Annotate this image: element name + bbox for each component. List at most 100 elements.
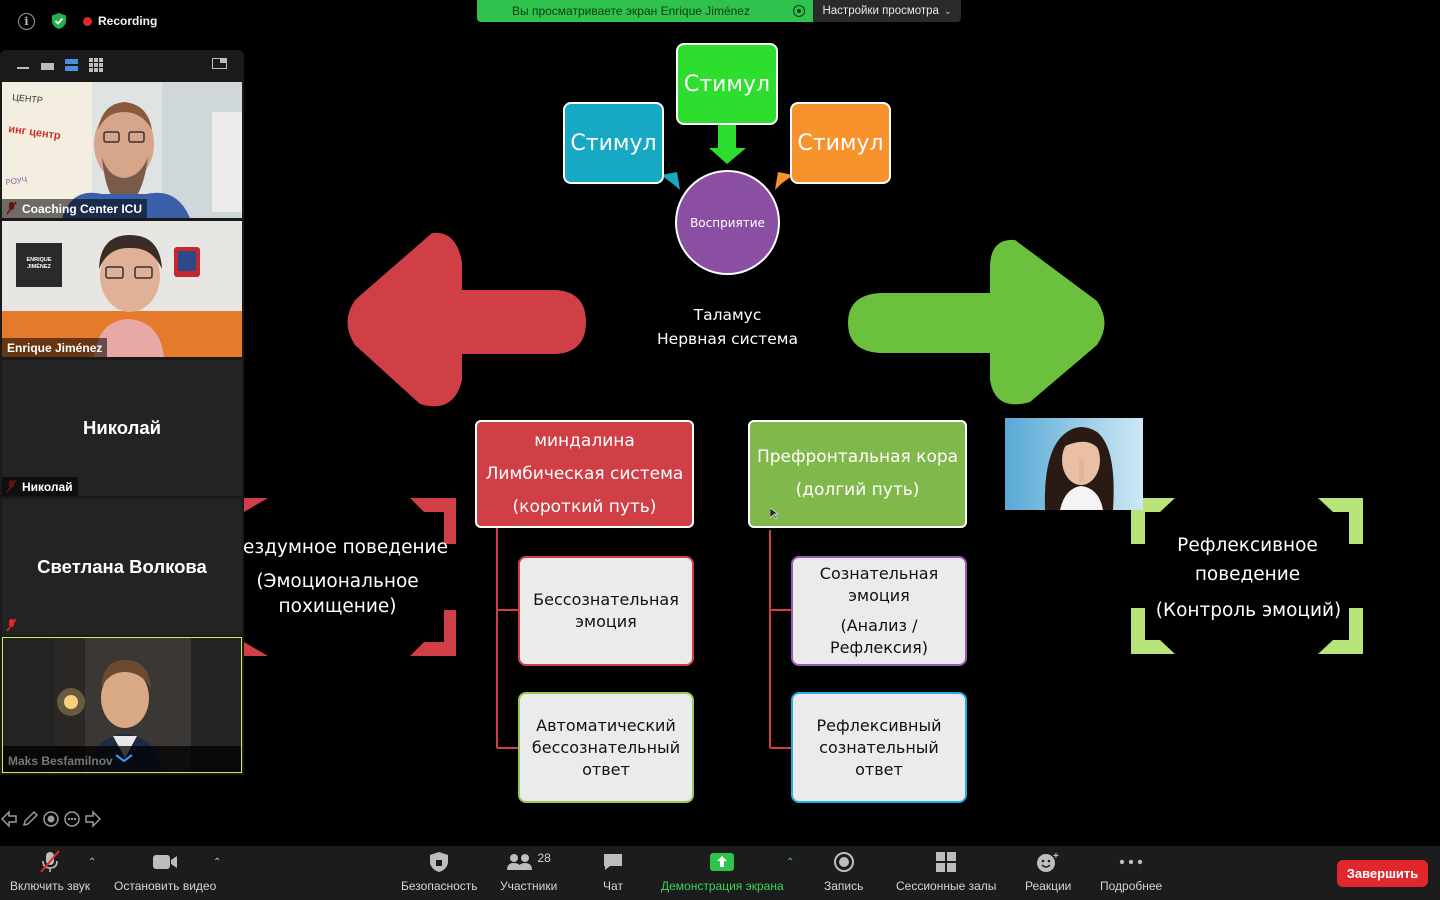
svg-text:РОУЧ: РОУЧ	[5, 175, 28, 187]
limbic-line: Лимбическая система	[485, 463, 684, 484]
thalamus-label: Таламус Нервная система	[620, 303, 835, 351]
participant-display-name: Николай	[82, 417, 161, 438]
emoji-plus-icon: +	[1036, 850, 1060, 874]
speaker-strip-icon[interactable]	[41, 63, 54, 70]
participant-video: ENRIQUE JIMÉNEZ	[2, 221, 242, 357]
recording-indicator[interactable]: Recording	[83, 14, 157, 28]
view-options-label: Настройки просмотра	[822, 5, 939, 17]
unconscious-emotion-box: Бессознательная эмоция	[518, 556, 694, 666]
share-screen-button[interactable]: Демонстрация экрана	[661, 850, 784, 893]
analysis-reflection-text: (Анализ / Рефлексия)	[830, 616, 928, 657]
participants-count: 28	[537, 851, 551, 865]
mouse-cursor-icon	[770, 508, 778, 520]
unmute-label: Включить звук	[10, 879, 91, 893]
breakout-rooms-label: Сессионные залы	[896, 879, 997, 893]
chevron-down-icon[interactable]	[115, 754, 133, 763]
viewing-share-text: Вы просматриваете экран Enrique Jiménez	[512, 4, 750, 18]
teal-arrow-icon	[661, 172, 680, 190]
security-label: Безопасность	[401, 879, 478, 893]
record-button[interactable]: Запись	[824, 850, 863, 893]
chat-bubble-icon	[602, 850, 624, 874]
participant-display-name: Светлана Волкова	[37, 556, 207, 577]
thalamus-line: Таламус	[693, 306, 762, 324]
participant-name: Coaching Center ICU	[2, 199, 148, 218]
big-green-arrow-right	[848, 239, 1105, 405]
hide-panel-icon[interactable]	[212, 58, 227, 69]
security-button[interactable]: Безопасность	[401, 850, 478, 893]
participants-label: Участники	[500, 879, 558, 893]
svg-text:+: +	[1053, 851, 1059, 862]
stimulus-box-left: Стимул	[563, 102, 664, 184]
prefrontal-line: Префронтальная кора	[756, 447, 959, 467]
shield-icon	[429, 850, 449, 874]
reactions-button[interactable]: + Реакции	[1025, 850, 1071, 893]
side-by-side-icon[interactable]	[65, 59, 78, 71]
muted-mic-icon	[37, 850, 63, 874]
status-area: i Recording	[18, 11, 157, 31]
share-options-caret[interactable]: ⌃	[786, 857, 795, 868]
perception-circle: Восприятие	[675, 170, 780, 275]
record-label: Запись	[824, 879, 864, 893]
audio-options-caret[interactable]: ⌃	[88, 857, 97, 868]
participants-button[interactable]: 28 Участники	[500, 850, 557, 893]
svg-text:ЦЕНТР: ЦЕНТР	[12, 92, 44, 105]
viewing-share-indicator: Вы просматриваете экран Enrique Jiménez	[477, 0, 813, 22]
minimize-panel-icon[interactable]	[17, 67, 29, 69]
muted-mic-icon	[6, 618, 17, 632]
view-options-button[interactable]: Настройки просмотра ⌄	[813, 0, 961, 22]
svg-text:JIMÉNEZ: JIMÉNEZ	[27, 262, 51, 270]
encryption-shield-icon[interactable]	[51, 12, 67, 30]
nervous-system-line: Нервная система	[657, 330, 798, 348]
recording-label: Recording	[98, 14, 158, 28]
red-brackets	[244, 498, 456, 656]
emotional-hijack-text: (Эмоциональное похищение)	[256, 571, 419, 617]
green-tree-lines	[769, 530, 792, 749]
stimulus-box-top: Стимул	[676, 43, 778, 125]
video-tile-svetlana[interactable]: Светлана Волкова	[2, 499, 242, 635]
participant-name: Николай	[2, 477, 78, 496]
video-options-caret[interactable]: ⌃	[213, 857, 222, 868]
conscious-emotion-box: Сознательная эмоция (Анализ / Рефлексия)	[791, 556, 967, 666]
slide-canvas	[244, 125, 1363, 749]
video-tile-coaching-center[interactable]: инг центр ЦЕНТР РОУЧ Coaching Center ICU	[2, 82, 242, 218]
emotion-control-text: (Контроль эмоций)	[1155, 600, 1342, 621]
thoughtless-behavior-line: ездумное поведение	[243, 537, 448, 558]
arrow-left-icon[interactable]	[0, 810, 18, 828]
short-path-line: (короткий путь)	[512, 496, 657, 517]
pencil-icon[interactable]	[21, 810, 39, 828]
video-tile-enrique[interactable]: ENRIQUE JIMÉNEZ Enrique Jiménez	[2, 221, 242, 357]
end-meeting-button[interactable]: Завершить	[1337, 860, 1428, 887]
breakout-rooms-icon	[935, 850, 957, 874]
video-camera-icon	[152, 850, 178, 874]
participant-video: инг центр ЦЕНТР РОУЧ	[2, 82, 242, 218]
record-icon	[833, 850, 855, 874]
reflexive-response-box: Рефлексивный сознательный ответ	[791, 692, 967, 803]
stamp-icon[interactable]	[42, 810, 60, 828]
reactions-label: Реакции	[1025, 879, 1072, 893]
more-label: Подробнее	[1100, 879, 1163, 893]
chat-button[interactable]: Чат	[602, 850, 624, 893]
more-button[interactable]: Подробнее	[1100, 850, 1162, 893]
annotation-toolbar	[0, 808, 102, 830]
more-options-icon[interactable]	[63, 810, 81, 828]
chat-label: Чат	[603, 879, 623, 893]
conscious-emotion-text: Сознательная эмоция	[819, 564, 939, 605]
share-screen-label: Демонстрация экрана	[661, 879, 784, 893]
automatic-response-box: Автоматический бессознательный ответ	[518, 692, 694, 803]
unmute-button[interactable]: Включить звук	[10, 850, 90, 893]
stimulus-box-right: Стимул	[790, 102, 891, 184]
gallery-grid-icon[interactable]	[89, 58, 103, 72]
video-tile-nikolai[interactable]: Николай Николай	[2, 360, 242, 496]
breakout-rooms-button[interactable]: Сессионные залы	[896, 850, 996, 893]
more-dots-icon	[1119, 850, 1143, 874]
arrow-right-icon[interactable]	[84, 810, 102, 828]
video-tile-maks[interactable]: Maks Besfamilnov	[2, 637, 242, 773]
stop-video-button[interactable]: Остановить видео	[114, 850, 216, 893]
recording-dot-icon	[83, 16, 92, 26]
participants-icon: 28	[506, 850, 551, 874]
svg-text:ENRIQUE: ENRIQUE	[26, 257, 51, 263]
orange-arrow-icon	[775, 172, 793, 190]
gallery-view-controls	[0, 52, 244, 80]
red-tree-lines	[496, 528, 519, 749]
info-icon[interactable]: i	[18, 12, 35, 30]
